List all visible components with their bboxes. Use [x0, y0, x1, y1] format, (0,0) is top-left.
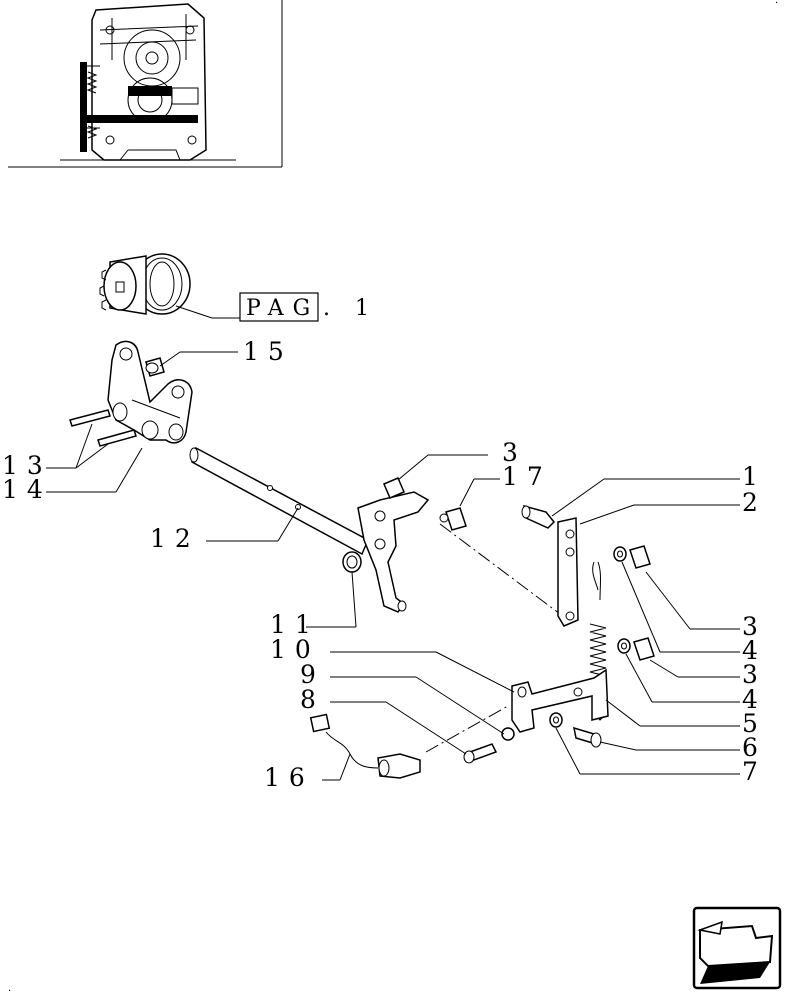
- shift-rod-part: [189, 446, 369, 556]
- stud-bolt-part: [521, 504, 556, 529]
- lever-clip-part: [383, 477, 405, 499]
- page-reference-box[interactable]: PAG . 1: [239, 292, 378, 322]
- washer-lower-part: [617, 638, 631, 654]
- bracket-bolt-part: [573, 726, 602, 748]
- locator-thumbnail: [8, 0, 283, 168]
- corner-dot: ·: [775, 0, 778, 9]
- callout-11: 11: [270, 610, 320, 639]
- link-plate-part: [557, 517, 579, 627]
- gearbox-housing-illustration: [60, 3, 236, 161]
- callout-2: 2: [742, 488, 767, 517]
- callout-5: 5: [742, 709, 767, 738]
- spacer-washer-part: [549, 712, 563, 728]
- switch-bolt-part: [463, 743, 498, 764]
- fork-pad-part: [145, 357, 165, 377]
- callout-16: 16: [264, 763, 314, 792]
- callout-3-upper: 3: [502, 438, 527, 467]
- gear-leader-line: [175, 305, 213, 319]
- callout-3-middle: 3: [742, 612, 767, 641]
- callout-6: 6: [742, 733, 767, 762]
- nut-upper-part: [629, 545, 651, 569]
- callout-7: 7: [742, 757, 767, 786]
- callout-15: 15: [243, 337, 293, 366]
- callout-9: 9: [300, 660, 325, 689]
- detent-ball-part: [439, 507, 467, 531]
- switch-axis-line: [425, 705, 509, 753]
- callout-17: 17: [502, 462, 552, 491]
- callout-13: 13: [2, 451, 52, 480]
- callout-3-lower: 3: [742, 660, 767, 689]
- assembly-axis-line: [439, 523, 561, 615]
- roll-pins-part: [69, 409, 137, 447]
- selector-lever-part: [357, 491, 430, 613]
- footer-dot: ·: [8, 986, 11, 997]
- nut-lower-part: [633, 637, 655, 661]
- callout-12: 12: [150, 524, 200, 553]
- mounting-bracket-part: [511, 668, 609, 733]
- callout-4-upper: 4: [742, 636, 767, 665]
- callout-10: 10: [270, 635, 320, 664]
- callout-1: 1: [742, 462, 767, 491]
- leader-lines: [46, 351, 740, 781]
- page-reference-number: . 1: [323, 296, 378, 321]
- shift-fork-part: [107, 340, 193, 444]
- callout-8: 8: [300, 685, 325, 714]
- neutral-switch-sensor-part: [309, 713, 421, 779]
- next-page-arrow-icon[interactable]: [692, 906, 782, 990]
- washer-upper-part: [613, 546, 627, 562]
- switch-nut-part: [501, 727, 515, 741]
- callout-4-lower: 4: [742, 685, 767, 714]
- callout-labels: 15 13 14 12 11 10 9 8 16 3 17 1 2 3 4 3 …: [2, 337, 767, 792]
- callout-14: 14: [2, 475, 52, 504]
- page-reference-frame: [239, 292, 319, 322]
- page-reference-prefix: PAG: [246, 296, 319, 321]
- gear-cluster-illustration: [99, 253, 191, 315]
- circlip-ring-part: [342, 551, 362, 573]
